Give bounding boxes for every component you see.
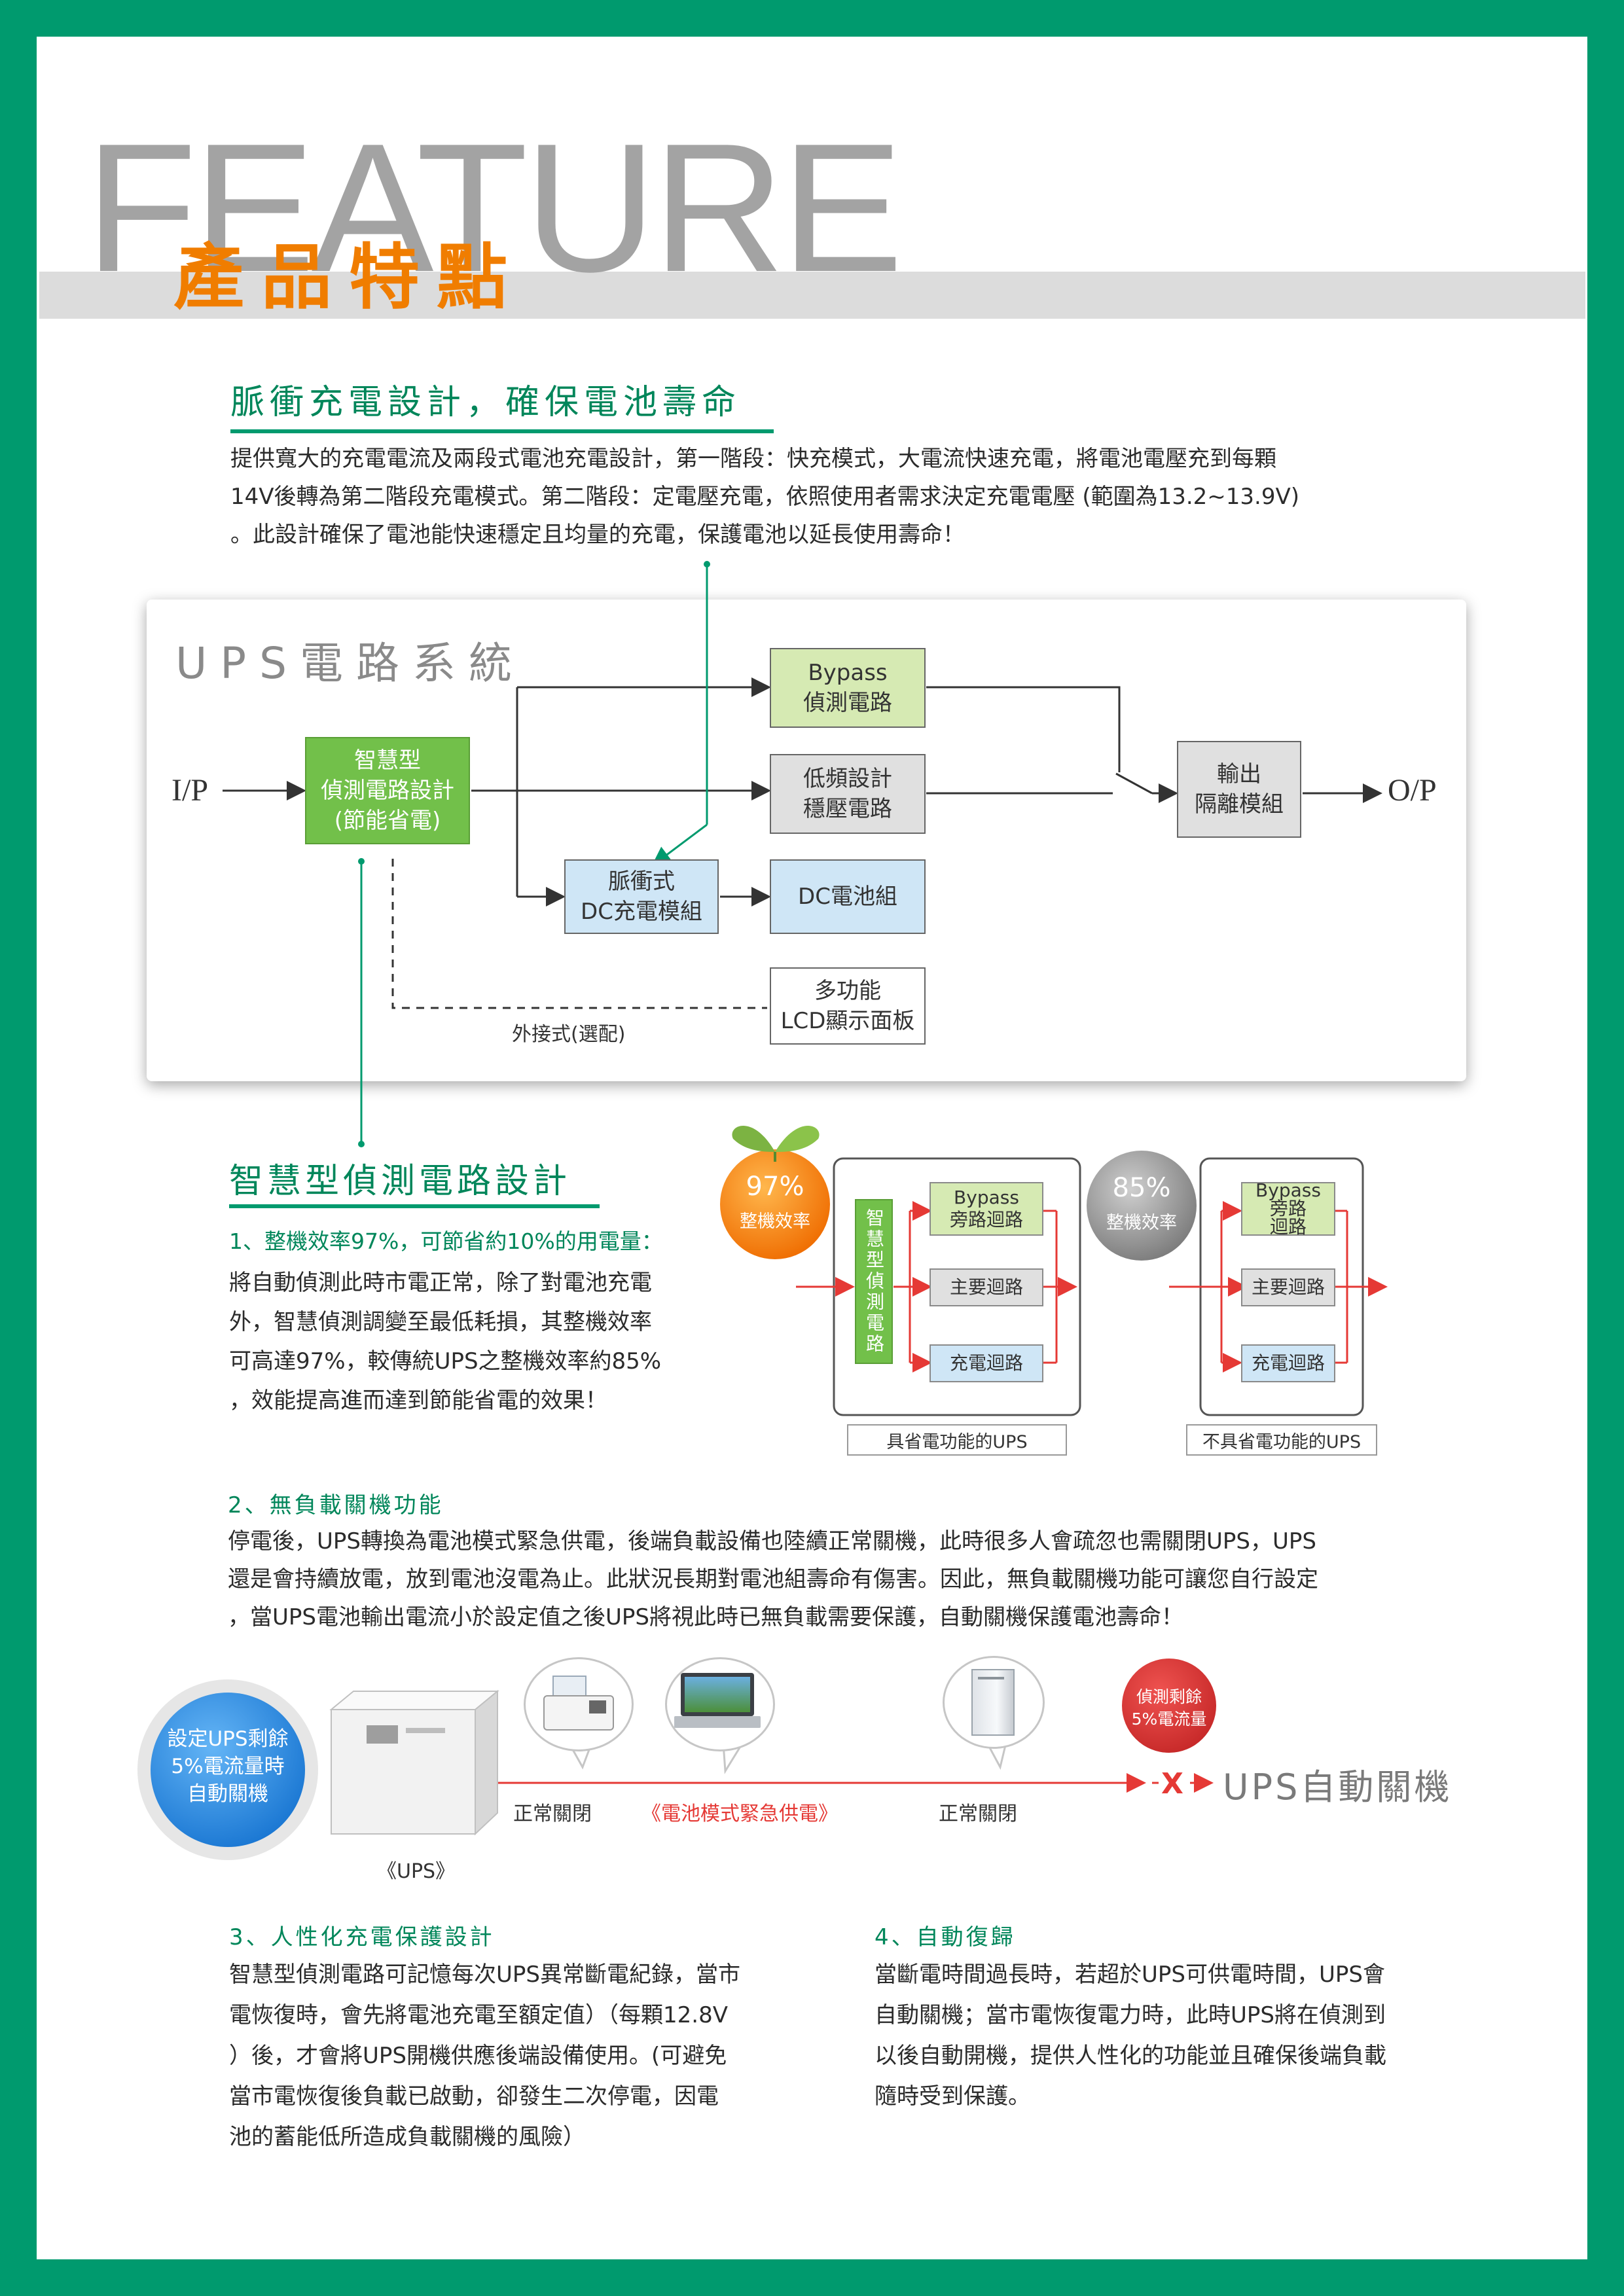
section1-underline [230,429,774,433]
section5-paragraph: 當斷電時間過長時，若超於UPS可供電時間，UPS會 自動關機；當市電恢復電力時，… [875,1954,1451,2117]
section5-line: 自動關機；當市電恢復電力時，此時UPS將在偵測到 [875,2002,1386,2028]
smart-vertical-label: 智慧型偵測電路 [863,1208,885,1355]
eff-left-caption: 具省電功能的UPS [847,1424,1067,1456]
section4-line: 池的蓄能低所造成負載關機的風險） [229,2124,585,2150]
server-icon [971,1669,1017,1736]
point1-line: 可高達97%，較傳統UPS之整機效率約85% [229,1348,662,1374]
section3-heading: 2、無負載關機功能 [228,1492,444,1518]
section1-paragraph: 提供寬大的充電電流及兩段式電池充電設計，第一階段：快充模式，大電流快速充電，將電… [230,440,1474,554]
battery-block: DC電池組 [770,859,926,934]
section1-line: 提供寬大的充電電流及兩段式電池充電設計，第一階段：快充模式，大電流快速充電，將電… [230,446,1276,472]
normal-off-2: 正常關閉 [939,1803,1017,1825]
section3-line: 停電後，UPS轉換為電池模式緊急供電，後端負載設備也陸續正常關機，此時很多人會疏… [228,1528,1316,1554]
laptop-icon [674,1673,761,1732]
section1-line: 14V後轉為第二階段充電模式。第二階段：定電壓充電，依照使用者需求決定充電電壓 … [230,484,1300,510]
page-title-zh: 產品特點 [173,237,525,319]
smart-vertical-block: 智慧型偵測電路 [855,1199,893,1364]
point1-paragraph: 將自動偵測此時市電正常，除了對電池充電 外，智慧偵測調變至最低耗損，其整機效率 … [229,1263,727,1420]
eff-right-charge: 充電迴路 [1241,1344,1335,1382]
section4-line: ）後，才會將UPS開機供應後端設備使用。(可避免 [229,2043,727,2069]
eff-left-bypass: Bypass 旁路迴路 [929,1182,1043,1236]
low-frequency-block: 低頻設計 穩壓電路 [770,754,926,834]
point1-line: ，效能提高進而達到節能省電的效果！ [229,1388,607,1414]
eff-left-label: 整機效率 [740,1211,810,1232]
header-gray-band [39,272,1585,319]
bypass-detection-block: Bypass 偵測電路 [770,648,926,728]
eff-left-percent: 97% [746,1172,804,1202]
input-label: I/P [171,773,209,808]
section1-line: 。此設計確保了電池能快速穩定且均量的充電，保護電池以延長使用壽命！ [230,522,965,548]
red-circle-text: 偵測剩餘 5%電流量 [1131,1687,1207,1729]
smart-detection-block: 智慧型 偵測電路設計 (節能省電) [305,737,470,844]
x-mark: X [1161,1767,1183,1801]
section4-line: 智慧型偵測電路可記憶每次UPS異常斷電紀錄，當市 [229,1962,740,1988]
blue-circle-text: 設定UPS剩餘 5%電流量時 自動關機 [167,1727,289,1806]
diagram-title: UPS電路系統 [175,638,526,689]
eff-left-charge: 充電迴路 [929,1344,1043,1382]
point1-line: 外，智慧偵測調變至最低耗損，其整機效率 [229,1309,652,1335]
section5-line: 隨時受到保護。 [875,2083,1030,2109]
section5-heading: 4、自動復歸 [875,1924,1016,1950]
pulse-charger-block: 脈衝式 DC充電模組 [564,859,719,934]
lcd-panel-block: 多功能 LCD顯示面板 [770,967,926,1045]
output-isolation-block: 輸出 隔離模組 [1177,741,1301,838]
section3-line: ，當UPS電池輸出電流小於設定值之後UPS將視此時已無負載需要保護，自動關機保護… [228,1604,1183,1630]
section4-heading: 3、人性化充電保護設計 [229,1924,495,1950]
section4-line: 電恢復時，會先將電池充電至額定值）（每顆12.8V [229,2002,728,2028]
fax-icon [543,1676,614,1731]
section2-underline [229,1204,600,1208]
section2-title: 智慧型偵測電路設計 [229,1162,571,1201]
battery-mode-label: 《電池模式緊急供電》 [641,1803,838,1825]
output-label: O/P [1388,773,1437,808]
point1-heading: 1、整機效率97%，可節省約10%的用電量： [229,1229,663,1254]
auto-off-label: UPS自動關機 [1223,1767,1453,1808]
normal-off-1: 正常關閉 [513,1803,592,1825]
eff-right-main: 主要迴路 [1241,1268,1335,1306]
ups-caption: 《UPS》 [377,1860,456,1883]
feature-word: FEATURE [85,106,903,310]
section3-line: 還是會持續放電，放到電池沒電為止。此狀況長期對電池組壽命有傷害。因此，無負載關機… [228,1566,1318,1592]
eff-left-main: 主要迴路 [929,1268,1043,1306]
section5-line: 以後自動開機，提供人性化的功能並且確保後端負載 [875,2043,1386,2069]
eff-right-percent: 85% [1112,1173,1171,1203]
section4-line: 當市電恢復後負載已啟動，卻發生二次停電，因電 [229,2083,719,2109]
section1-title: 脈衝充電設計，確保電池壽命 [230,383,742,422]
eff-right-caption: 不具省電功能的UPS [1186,1424,1377,1456]
eff-right-label: 整機效率 [1106,1213,1177,1233]
external-option-note: 外接式(選配) [512,1023,626,1046]
point1-line: 將自動偵測此時市電正常，除了對電池充電 [229,1270,652,1296]
section3-paragraph: 停電後，UPS轉換為電池模式緊急供電，後端負載設備也陸續正常關機，此時很多人會疏… [228,1522,1471,1636]
eff-right-bypass: Bypass 旁路 迴路 [1241,1181,1335,1236]
section4-paragraph: 智慧型偵測電路可記憶每次UPS異常斷電紀錄，當市 電恢復時，會先將電池充電至額定… [229,1954,818,2157]
section5-line: 當斷電時間過長時，若超於UPS可供電時間，UPS會 [875,1962,1385,1988]
